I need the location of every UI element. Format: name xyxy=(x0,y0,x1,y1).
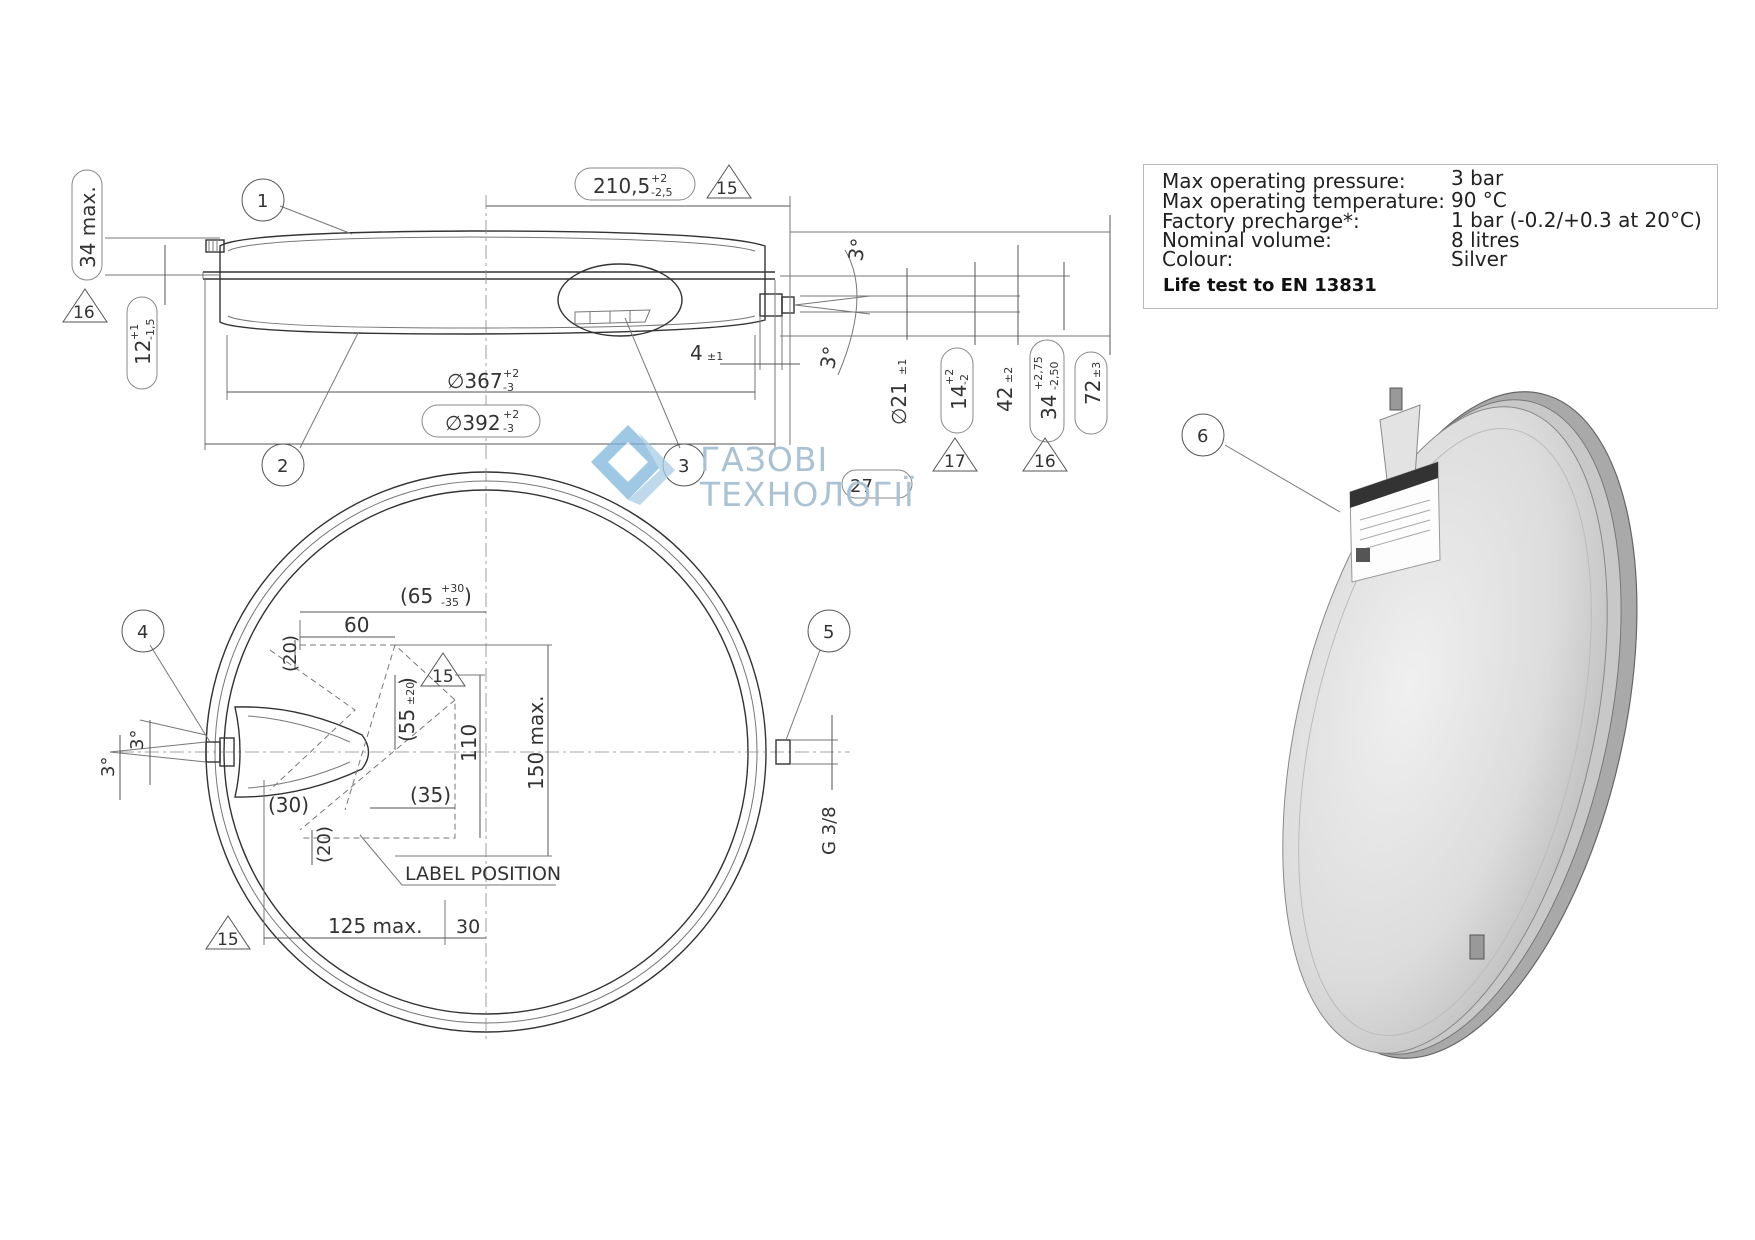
spec-label-colour: Colour: xyxy=(1162,247,1234,271)
triangle-15-top: 15 xyxy=(716,179,738,199)
watermark-logo xyxy=(591,425,675,505)
dim-20-bottom: (20) xyxy=(314,826,335,863)
dim-34-max: 34 max. xyxy=(76,186,100,268)
triangle-15-bottom: 15 xyxy=(217,930,239,950)
svg-text:+30: +30 xyxy=(441,582,464,595)
svg-text:5: 5 xyxy=(823,622,834,643)
triangle-17: 17 xyxy=(944,452,966,472)
svg-text:): ) xyxy=(395,677,419,685)
svg-text:2: 2 xyxy=(277,456,288,477)
triangle-15-label: 15 xyxy=(432,667,454,687)
label-position: LABEL POSITION xyxy=(405,863,561,885)
dim-12: 12 xyxy=(131,340,155,365)
dim-4: 4 xyxy=(690,341,703,365)
spec-value-volume: 8 litres xyxy=(1451,228,1520,252)
angle-bottom: 3° xyxy=(815,344,843,371)
spec-panel: Max operating pressure: 3 bar Max operat… xyxy=(1143,164,1718,309)
spec-value-temperature: 90 °C xyxy=(1451,188,1507,212)
svg-text:-35: -35 xyxy=(441,596,459,609)
dim-35: (35) xyxy=(410,783,451,807)
svg-text:+1: +1 xyxy=(128,324,141,340)
angle-top: 3° xyxy=(843,236,871,263)
svg-text:±1: ±1 xyxy=(896,359,909,375)
svg-text:±2: ±2 xyxy=(1002,367,1015,383)
dim-392: ∅392 xyxy=(445,411,501,435)
angle-b: 3° xyxy=(98,757,119,777)
svg-text:1: 1 xyxy=(257,191,268,212)
callout-2: 2 xyxy=(261,443,305,487)
watermark-line-2: ТЕХНОЛОГІЇ xyxy=(700,475,915,514)
dim-60: 60 xyxy=(344,613,369,637)
svg-text:-3: -3 xyxy=(503,422,514,435)
spec-label-pressure: Max operating pressure: xyxy=(1162,169,1406,193)
dim-65: (65 xyxy=(400,584,433,608)
front-view: G 3/8 (65 +30 -35 ) 60 (20) (55 ±20 ) 11… xyxy=(98,468,850,1042)
svg-text:3: 3 xyxy=(678,456,689,477)
spec-value-precharge: 1 bar (-0.2/+0.3 at 20°C) xyxy=(1451,208,1702,232)
dim-20-top: (20) xyxy=(280,635,301,672)
svg-text:+2: +2 xyxy=(651,172,667,185)
svg-text:±20: ±20 xyxy=(404,682,417,705)
dim-125-max: 125 max. xyxy=(328,914,422,938)
dim-55: (55 xyxy=(395,709,419,742)
dim-210-5: 210,5 xyxy=(593,174,650,198)
svg-text:-2: -2 xyxy=(958,374,971,385)
dim-110: 110 xyxy=(457,724,481,762)
svg-text:+2: +2 xyxy=(503,408,519,421)
dim-30-left: (30) xyxy=(268,793,309,817)
svg-text:±1: ±1 xyxy=(707,350,723,363)
svg-text:4: 4 xyxy=(137,622,148,643)
side-view: 210,5 +2 -2,5 ∅367 +2 -3 ∅392 +2 -3 34 m… xyxy=(62,164,1111,499)
dim-150-max: 150 max. xyxy=(524,696,548,790)
svg-text:+2: +2 xyxy=(503,367,519,380)
svg-text:+2,75: +2,75 xyxy=(1032,356,1045,390)
svg-text:±3: ±3 xyxy=(1090,362,1103,378)
dim-30-bottom: 30 xyxy=(456,916,480,938)
svg-text:+2: +2 xyxy=(943,369,956,385)
spec-note: Life test to EN 13831 xyxy=(1163,275,1377,296)
vessel-3d-view xyxy=(1224,387,1638,1059)
triangle-16-left: 16 xyxy=(73,303,95,323)
dim-42: 42 xyxy=(993,387,1017,412)
svg-text:-2,50: -2,50 xyxy=(1048,362,1061,390)
triangle-16-right: 16 xyxy=(1034,452,1056,472)
spec-label-volume: Nominal volume: xyxy=(1162,228,1332,252)
dim-34: 34 xyxy=(1037,395,1061,420)
dim-367: ∅367 xyxy=(447,369,503,393)
angle-a: 3° xyxy=(127,730,148,750)
svg-text:-1,5: -1,5 xyxy=(144,319,157,340)
dim-27: 27 xyxy=(850,476,873,497)
spec-label-precharge: Factory precharge*: xyxy=(1162,209,1360,233)
watermark-line-1: ГАЗОВІ xyxy=(700,440,829,479)
spec-value-colour: Silver xyxy=(1451,247,1508,271)
svg-text:6: 6 xyxy=(1197,426,1208,447)
callout-6: 6 xyxy=(1181,413,1225,457)
dim-72: 72 xyxy=(1081,380,1105,405)
svg-text:): ) xyxy=(464,584,472,608)
svg-text:-3: -3 xyxy=(503,381,514,394)
dim-21: ∅21 xyxy=(887,382,911,425)
dim-14: 14 xyxy=(947,385,971,410)
thread-size: G 3/8 xyxy=(819,806,840,855)
spec-value-pressure: 3 bar xyxy=(1451,166,1504,190)
callout-1: 1 xyxy=(241,178,285,222)
svg-text:-2,5: -2,5 xyxy=(651,186,672,199)
callout-5: 5 xyxy=(807,609,851,653)
callout-4: 4 xyxy=(121,609,165,653)
spec-label-temperature: Max operating temperature: xyxy=(1162,189,1445,213)
